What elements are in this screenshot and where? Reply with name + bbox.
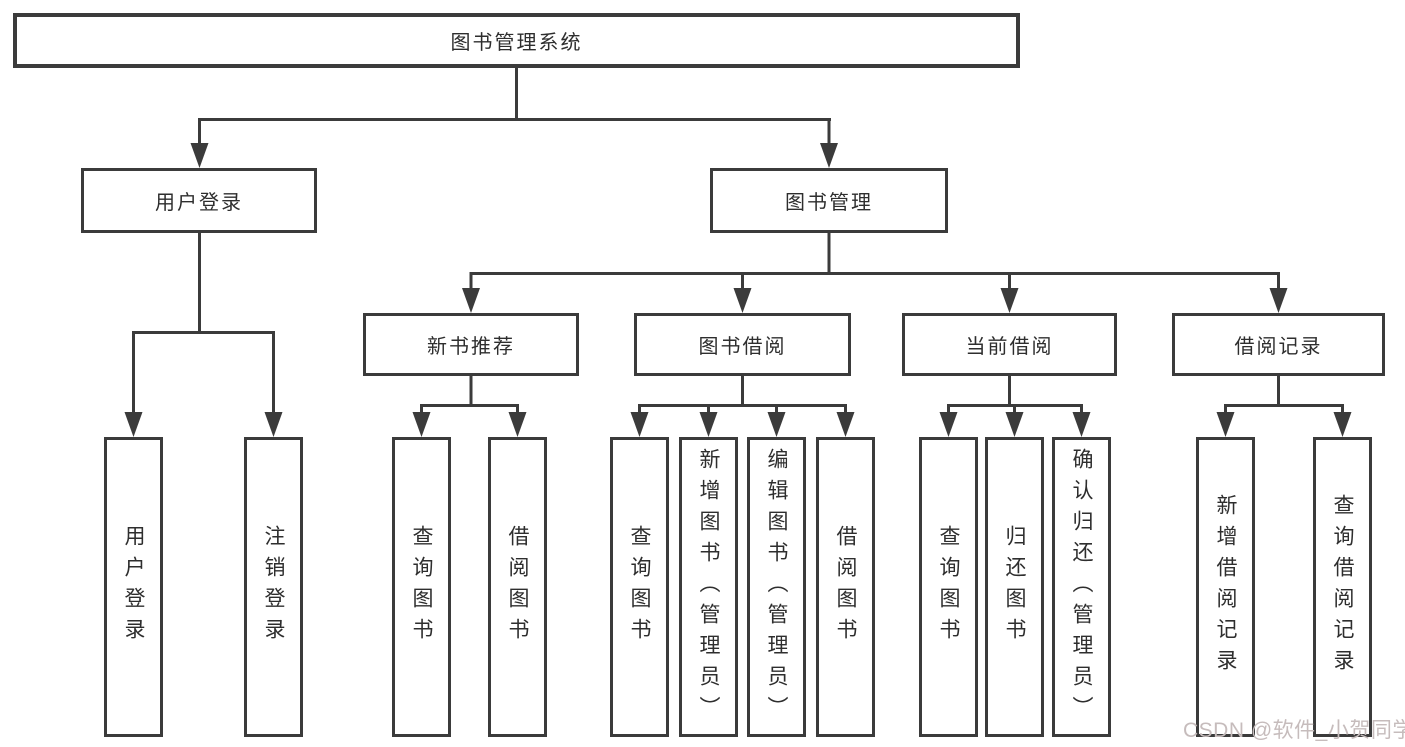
leaf-borrow-books-label: 借阅图书 (834, 525, 857, 649)
leaf-query-books-current-label: 查询图书 (937, 525, 960, 649)
leaf-query-books-recommend-label: 查询图书 (410, 525, 433, 649)
leaf-add-borrow-record: 新增借阅记录 (1196, 437, 1255, 737)
node-borrow-records-label: 借阅记录 (1234, 336, 1323, 358)
leaf-user-login: 用户登录 (104, 437, 163, 737)
leaf-borrow-books-recommend: 借阅图书 (488, 437, 547, 737)
leaf-borrow-books: 借阅图书 (816, 437, 875, 737)
node-new-book-recommend: 新书推荐 (363, 313, 579, 376)
node-user-login-label: 用户登录 (155, 192, 243, 214)
leaf-add-books-admin: 新增图书（管理员） (679, 437, 738, 737)
node-borrow-records: 借阅记录 (1172, 313, 1385, 376)
leaf-query-borrow-record-label: 查询借阅记录 (1331, 494, 1354, 680)
node-root-system-label: 图书管理系统 (450, 32, 583, 54)
node-book-management: 图书管理 (710, 168, 948, 233)
leaf-borrow-books-recommend-label: 借阅图书 (506, 525, 529, 649)
leaf-query-books-borrow: 查询图书 (610, 437, 669, 737)
leaf-add-books-admin-label: 新增图书（管理员） (697, 447, 720, 727)
node-current-borrow-label: 当前借阅 (965, 336, 1054, 358)
node-book-management-label: 图书管理 (785, 192, 873, 214)
leaf-query-books-borrow-label: 查询图书 (628, 525, 651, 649)
leaf-logout: 注销登录 (244, 437, 303, 737)
node-user-login: 用户登录 (81, 168, 317, 233)
leaf-query-books-recommend: 查询图书 (392, 437, 451, 737)
node-current-borrow: 当前借阅 (902, 313, 1117, 376)
watermark: CSDN @软件_小贺同学 (1183, 719, 1405, 742)
leaf-confirm-return-admin-label: 确认归还（管理员） (1070, 447, 1093, 727)
leaf-query-books-current: 查询图书 (919, 437, 978, 737)
leaf-user-login-label: 用户登录 (122, 525, 145, 649)
leaf-query-borrow-record: 查询借阅记录 (1313, 437, 1372, 737)
leaf-confirm-return-admin: 确认归还（管理员） (1052, 437, 1111, 737)
leaf-add-borrow-record-label: 新增借阅记录 (1214, 494, 1237, 680)
leaf-edit-books-admin-label: 编辑图书（管理员） (765, 447, 788, 727)
node-book-borrow: 图书借阅 (634, 313, 851, 376)
node-root-system: 图书管理系统 (13, 13, 1020, 68)
node-new-book-recommend-label: 新书推荐 (427, 336, 515, 358)
leaf-edit-books-admin: 编辑图书（管理员） (747, 437, 806, 737)
leaf-return-books-label: 归还图书 (1003, 525, 1026, 649)
leaf-return-books: 归还图书 (985, 437, 1044, 737)
node-book-borrow-label: 图书借阅 (698, 336, 787, 358)
leaf-logout-label: 注销登录 (262, 525, 285, 649)
arrowhead-icons (124, 143, 1352, 437)
